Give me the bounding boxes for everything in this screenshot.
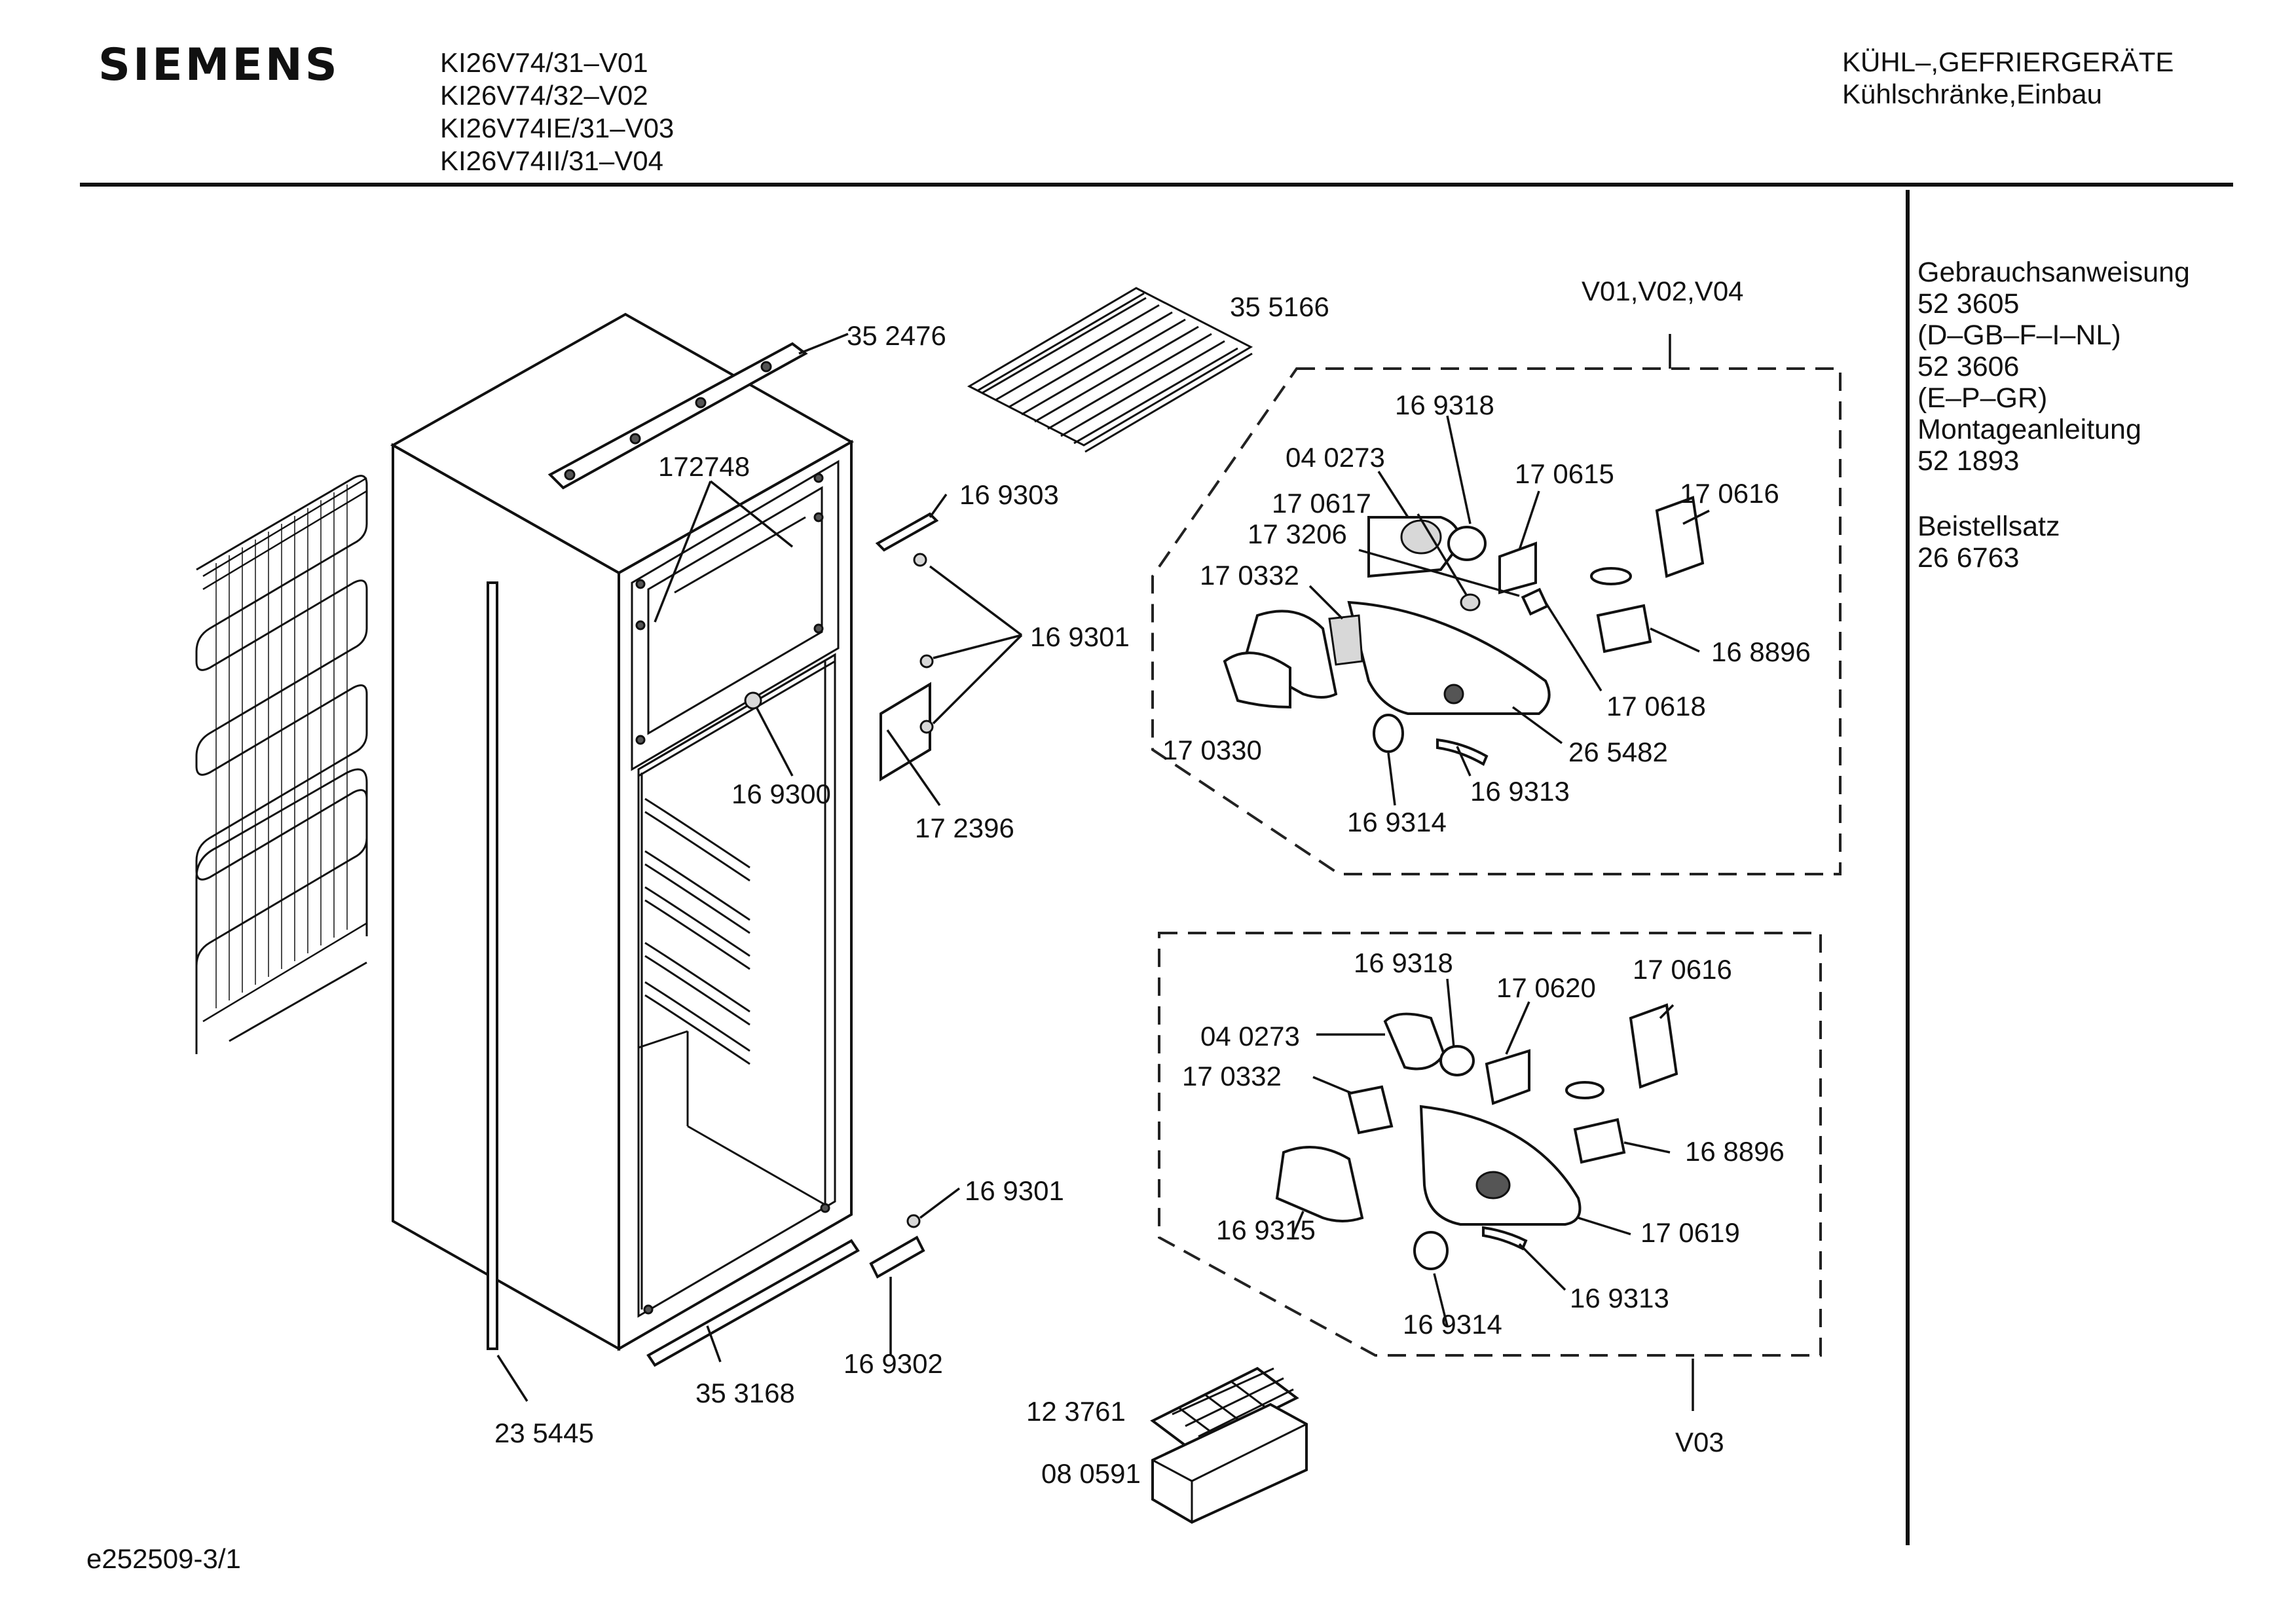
part-label[interactable]: 35 3168 — [695, 1378, 795, 1408]
variant-label-upper: V01,V02,V04 — [1582, 276, 1744, 306]
part-label[interactable]: 16 9302 — [843, 1348, 943, 1379]
part-label[interactable]: 16 9301 — [1030, 621, 1130, 652]
part-label[interactable]: 17 0620 — [1496, 972, 1596, 1003]
part-label[interactable]: 16 9314 — [1403, 1309, 1502, 1340]
part-label[interactable]: 16 9314 — [1347, 807, 1447, 837]
part-label[interactable]: 17 0616 — [1680, 478, 1779, 509]
sidebar-line: Beistellsatz — [1917, 511, 2060, 542]
sidebar-line: Gebrauchsanweisung — [1917, 257, 2190, 288]
sidebar-line: 52 1893 — [1917, 445, 2020, 477]
category-subtitle: Kühlschränke,Einbau — [1842, 79, 2102, 109]
part-label[interactable]: 35 2476 — [847, 320, 946, 351]
part-label[interactable]: 17 0332 — [1182, 1061, 1282, 1091]
part-label[interactable]: 16 9315 — [1216, 1215, 1316, 1245]
part-label[interactable]: 17 0616 — [1633, 954, 1732, 985]
model-number: KI26V74/32–V02 — [440, 80, 648, 111]
group-frame-lower — [1158, 932, 1822, 1357]
part-label[interactable]: 08 0591 — [1041, 1458, 1141, 1489]
part-label[interactable]: 17 0330 — [1162, 735, 1262, 765]
part-label[interactable]: 16 9301 — [965, 1175, 1064, 1206]
bracket-illustrations — [744, 512, 939, 1279]
part-label[interactable]: 16 9313 — [1470, 776, 1570, 807]
sidebar-line: 52 3606 — [1917, 351, 2020, 382]
category-title: KÜHL–,GEFRIERGERÄTE — [1842, 46, 2174, 77]
part-label[interactable]: 172748 — [658, 451, 750, 482]
part-label[interactable]: 17 0618 — [1606, 691, 1706, 722]
part-label[interactable]: 17 2396 — [915, 813, 1014, 843]
sidebar-line: Montageanleitung — [1917, 414, 2141, 445]
part-label[interactable]: 17 0617 — [1272, 488, 1371, 519]
part-label[interactable]: 16 8896 — [1685, 1136, 1785, 1167]
leader-lines — [496, 333, 1710, 1402]
part-label[interactable]: 17 0332 — [1200, 560, 1299, 591]
bottom-strip-illustration — [646, 1239, 860, 1367]
part-label[interactable]: 16 8896 — [1711, 636, 1811, 667]
part-label[interactable]: 35 5166 — [1230, 291, 1329, 322]
drawing-id: e252509-3/1 — [86, 1543, 241, 1574]
part-label[interactable]: 23 5445 — [494, 1418, 594, 1448]
ice-tray-illustration — [1150, 1366, 1308, 1524]
part-label[interactable]: 04 0273 — [1286, 442, 1385, 473]
upper-lamp-assembly — [1223, 496, 1705, 766]
top-rail-illustration — [547, 342, 808, 490]
part-label[interactable]: 12 3761 — [1026, 1396, 1126, 1427]
sidebar-line: 26 6763 — [1917, 542, 2020, 574]
group-frame-upper — [1151, 367, 1842, 875]
part-label[interactable]: 16 9318 — [1354, 947, 1453, 978]
sidebar-line: (E–P–GR) — [1917, 382, 2048, 414]
variant-label-lower: V03 — [1675, 1427, 1724, 1457]
part-label[interactable]: 16 9303 — [959, 479, 1059, 510]
cabinet-illustration — [390, 312, 855, 1351]
lower-lamp-assembly — [1275, 1003, 1678, 1270]
part-label[interactable]: 04 0273 — [1200, 1021, 1300, 1052]
model-number: KI26V74II/31–V04 — [440, 145, 663, 176]
sidebar-line: 52 3605 — [1917, 288, 2020, 320]
shelf-grid-illustration — [967, 287, 1253, 453]
part-label[interactable]: 17 0615 — [1515, 458, 1614, 489]
part-label[interactable]: 26 5482 — [1568, 737, 1668, 767]
part-label[interactable]: 16 9313 — [1570, 1283, 1669, 1313]
part-label[interactable]: 17 0619 — [1640, 1217, 1740, 1248]
model-number: KI26V74/31–V01 — [440, 47, 648, 78]
sidebar-line: (D–GB–F–I–NL) — [1917, 320, 2121, 351]
model-number: KI26V74IE/31–V03 — [440, 113, 675, 143]
condenser-illustration — [195, 475, 368, 1054]
part-label[interactable]: 16 9300 — [731, 779, 831, 809]
part-label[interactable]: 16 9318 — [1395, 390, 1494, 420]
part-label[interactable]: 17 3206 — [1248, 519, 1347, 549]
brand-logo: SIEMENS — [98, 39, 340, 91]
